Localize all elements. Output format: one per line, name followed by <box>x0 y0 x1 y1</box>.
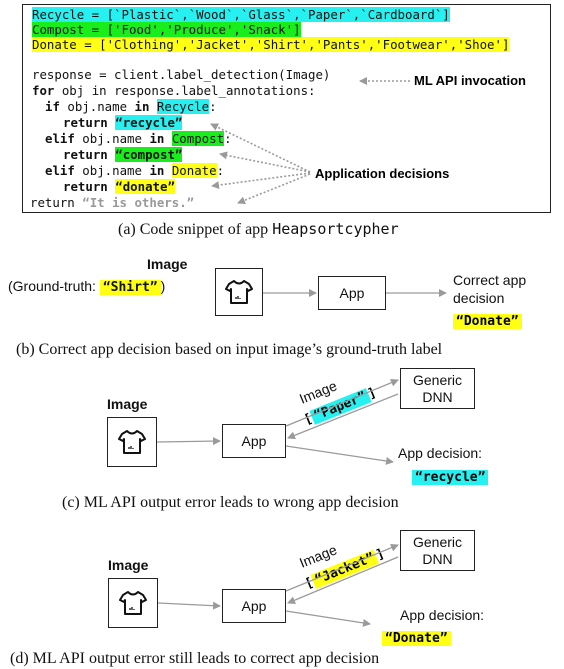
panel-d-dnn-to-app-arrow <box>287 556 399 604</box>
tshirt-icon <box>118 430 146 454</box>
panel-c-dnn-to-app-arrow <box>287 393 399 440</box>
panel-d-app-box: App <box>222 589 286 623</box>
panel-c-image-box <box>107 417 157 467</box>
elif-donate-line: elif obj.name in Donate: <box>45 163 225 178</box>
return-compost-line: return “compost” <box>63 147 183 162</box>
panel-d-app-to-dnn-arrow <box>285 543 399 592</box>
compost-list-line: Compost = ['Food','Produce','Snack'] <box>32 22 301 37</box>
panel-d-decision-value: “Donate” <box>382 627 451 646</box>
ml-api-invocation-note: ML API invocation <box>414 73 526 88</box>
code-snippet-box: Recycle = [`Plastic`,`Wood`,`Glass`,`Pap… <box>22 4 551 213</box>
donate-list-line: Donate = ['Clothing','Jacket','Shirt','P… <box>32 37 510 52</box>
panel-c-app-to-dnn-arrow <box>285 378 399 427</box>
tshirt-icon <box>225 280 253 304</box>
decision-arrow-others <box>237 173 311 205</box>
panel-b-decision-value: “Donate” <box>453 310 522 329</box>
return-recycle-line: return “recycle” <box>63 115 183 130</box>
decision-arrow-recycle <box>210 123 311 173</box>
panel-d-dnn-box: Generic DNN <box>400 530 475 571</box>
panel-c-image-label: Image <box>107 396 148 412</box>
panel-d-decision-label: App decision: <box>400 607 485 623</box>
panel-b-image-label: Image <box>147 256 188 272</box>
panel-d-image-box <box>108 578 158 628</box>
panel-c-decision-value: “recycle” <box>412 466 489 485</box>
application-decisions-note: Application decisions <box>315 166 450 181</box>
panel-b-app-box: App <box>318 276 386 310</box>
panel-c-app-to-decision-arrow <box>285 445 394 465</box>
panel-c-decision-label: App decision: <box>398 445 483 461</box>
panel-b-image-box <box>215 268 263 316</box>
if-line: if obj.name in Recycle: <box>45 99 217 114</box>
panel-d-app-to-decision-arrow <box>285 610 371 627</box>
return-others-line: return “It is others.” <box>30 195 195 210</box>
response-line: response = client.label_detection(Image) <box>32 67 331 82</box>
panel-d-image-label: Image <box>108 557 149 573</box>
decision-arrow-compost <box>219 151 311 173</box>
panel-b-decision-line2: decision <box>453 290 505 306</box>
panel-d-image-to-app-arrow <box>157 601 221 610</box>
panel-b-ground-truth: (Ground-truth: “Shirt”) <box>8 278 166 295</box>
panel-b-decision-line1: Correct app <box>453 272 527 288</box>
elif-compost-line: elif obj.name in Compost: <box>45 131 232 146</box>
tshirt-icon <box>119 591 147 615</box>
caption-d: (d) ML API output error still leads to c… <box>10 650 380 667</box>
caption-c: (c) ML API output error leads to wrong a… <box>62 494 399 511</box>
panel-c-dnn-box: Generic DNN <box>400 368 475 409</box>
panel-c-image-to-app-arrow <box>156 437 221 446</box>
caption-b: (b) Correct app decision based on input … <box>16 341 443 358</box>
decision-arrow-donate <box>211 172 311 190</box>
for-line: for obj in response.label_annotations: <box>32 83 316 98</box>
recycle-list-line: Recycle = [`Plastic`,`Wood`,`Glass`,`Pap… <box>32 7 450 22</box>
caption-a: (a) Code snippet of app Heapsortcypher <box>118 220 399 238</box>
return-donate-line: return “donate” <box>63 179 175 194</box>
panel-c-app-box: App <box>222 424 286 458</box>
